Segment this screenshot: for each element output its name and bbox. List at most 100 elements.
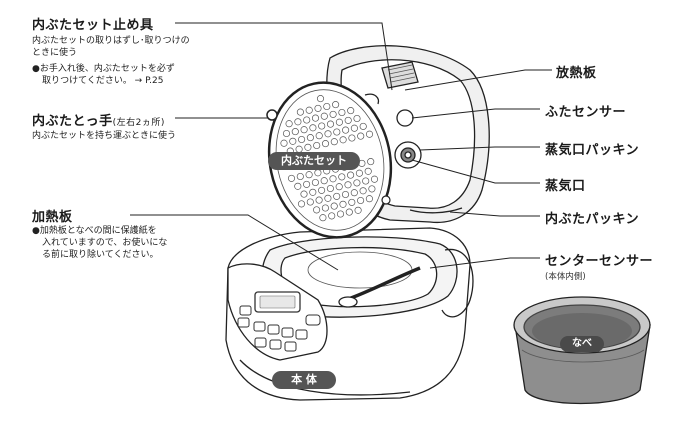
lid-hole bbox=[357, 132, 365, 140]
lid-hole bbox=[289, 137, 297, 145]
lid-hole bbox=[339, 200, 347, 208]
lid-hole bbox=[364, 167, 372, 175]
lid-hole bbox=[333, 192, 341, 200]
lid-hole bbox=[319, 214, 327, 222]
lid-stopper-desc-2: ときに使う bbox=[32, 48, 78, 58]
lid-hole bbox=[300, 190, 308, 198]
lid-hole bbox=[338, 173, 346, 181]
lid-hole bbox=[303, 116, 311, 124]
lid-hole bbox=[335, 183, 343, 191]
lid-hole bbox=[347, 107, 355, 115]
lid-hole bbox=[318, 186, 326, 194]
heat-sink-label: 放熱板 bbox=[556, 66, 597, 81]
lid-hole bbox=[344, 116, 352, 124]
lid-stopper-desc-1: 内ぶたセットの取りはずし･取りつけの bbox=[32, 36, 190, 46]
lid-handle-title-sub: (左右2ヵ所) bbox=[112, 118, 165, 128]
lid-handle-desc: 内ぶたセットを持ち運ぶときに使う bbox=[32, 131, 177, 141]
lid-hole bbox=[313, 206, 321, 214]
lid-hole bbox=[339, 136, 347, 144]
lid-hole bbox=[344, 181, 352, 189]
lid-hole bbox=[294, 118, 302, 126]
lid-hole bbox=[362, 177, 370, 185]
lid-hole bbox=[297, 200, 306, 208]
lid-hole bbox=[315, 132, 323, 140]
lid-hole bbox=[296, 108, 304, 116]
lid-hole bbox=[306, 134, 314, 142]
lid-hole bbox=[359, 187, 367, 195]
leader-lines bbox=[130, 22, 552, 271]
inner-lid-set-badge: 内ぶたセット bbox=[268, 152, 360, 170]
lid-hole bbox=[324, 194, 332, 202]
lid-hole bbox=[291, 128, 299, 136]
lid-hole bbox=[328, 212, 336, 220]
lid-hole bbox=[282, 129, 291, 138]
lid-hole bbox=[329, 110, 337, 118]
lid-hole bbox=[298, 135, 306, 144]
lid-hole bbox=[335, 118, 343, 126]
lid-hole bbox=[350, 124, 358, 132]
lid-stopper-note-1: ●お手入れ後、内ぶたセットを必ず bbox=[32, 64, 175, 74]
lid-hole bbox=[287, 174, 296, 182]
steam-vent-label: 蒸気口 bbox=[545, 179, 586, 194]
lid-hole bbox=[341, 190, 350, 199]
lid-stopper-title: 内ぶたセット止め具 bbox=[32, 18, 154, 33]
lid-hole bbox=[345, 208, 353, 216]
heater-note-2: 入れていますので、お使いにな bbox=[42, 238, 168, 248]
lid-hole bbox=[347, 171, 355, 179]
lid-handle-title-main: 内ぶたとっ手 bbox=[32, 114, 113, 129]
lid-hole bbox=[320, 177, 328, 185]
lid-hole bbox=[280, 139, 288, 147]
lid-hole bbox=[329, 175, 337, 183]
pot-badge: なべ bbox=[560, 336, 604, 352]
lid-hole bbox=[305, 171, 313, 179]
lid-hole bbox=[324, 130, 332, 138]
lid-hole bbox=[330, 202, 338, 210]
center-sensor-label: センターセンサー bbox=[545, 254, 654, 269]
lid-hole bbox=[348, 198, 356, 206]
lid-hole bbox=[353, 114, 361, 123]
lid-hole bbox=[318, 122, 326, 130]
lid-hole bbox=[300, 126, 308, 134]
lid-hole bbox=[350, 189, 358, 197]
lid-hole bbox=[314, 169, 322, 177]
lid-hole bbox=[315, 196, 323, 204]
lid-hole bbox=[294, 182, 302, 190]
lid-hole bbox=[370, 175, 379, 183]
lid-hole bbox=[330, 138, 338, 146]
lid-handle-title: 内ぶたとっ手(左右2ヵ所) bbox=[32, 110, 165, 129]
lid-hole bbox=[365, 195, 373, 203]
lid-hole bbox=[313, 141, 321, 150]
lid-sensor-label: ふたセンサー bbox=[545, 105, 627, 120]
lid-hole bbox=[365, 130, 374, 138]
center-sensor-sub-label: (本体内側) bbox=[545, 272, 586, 282]
lid-hole bbox=[359, 122, 367, 130]
lid-hole bbox=[338, 108, 346, 117]
main-body-badge: 本 体 bbox=[272, 371, 336, 389]
lid-hole bbox=[333, 128, 341, 136]
lid-hole bbox=[326, 120, 335, 128]
lid-hole bbox=[357, 196, 365, 205]
cooker-body bbox=[225, 227, 474, 401]
lid-hole bbox=[326, 184, 334, 193]
steam-vent-packing-label: 蒸気口パッキン bbox=[545, 143, 640, 158]
lid-hole bbox=[348, 134, 356, 142]
lid-hole bbox=[304, 143, 312, 151]
lid-hole bbox=[309, 188, 317, 196]
lid-hole bbox=[323, 102, 331, 111]
lid-hole bbox=[311, 114, 320, 122]
lid-hole bbox=[305, 106, 313, 114]
pot bbox=[513, 296, 651, 405]
lid-hole bbox=[303, 180, 311, 188]
lid-hole bbox=[309, 124, 317, 132]
lid-hole bbox=[321, 204, 329, 212]
lid-hole bbox=[368, 185, 376, 193]
lid-hole bbox=[311, 178, 319, 187]
lid-hole bbox=[336, 210, 345, 218]
heater-note-3: る前に取り除いてください。 bbox=[42, 250, 159, 260]
lid-hole bbox=[296, 172, 304, 181]
lid-hole bbox=[342, 126, 350, 134]
lid-hole bbox=[332, 101, 340, 109]
lid-hole bbox=[355, 169, 363, 177]
lid-hole bbox=[320, 112, 328, 120]
